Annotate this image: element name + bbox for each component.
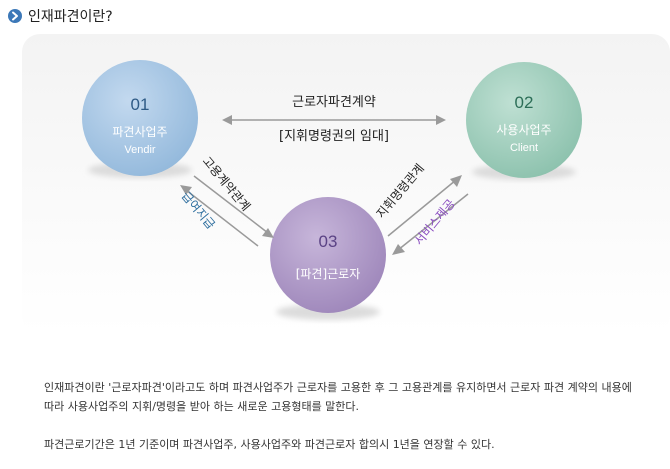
circle-arrow-right-icon <box>8 9 22 23</box>
worker-title: [파견]근로자 <box>296 267 361 281</box>
service-provision-label: 서비스제공 <box>412 197 458 248</box>
section-header: 인재파견이란? <box>8 6 113 26</box>
client-subtitle: Client <box>510 142 538 154</box>
client-number: 02 <box>515 93 534 112</box>
description-paragraph-1: 인재파견이란 '근로자파견'이라고도 하며 파견사업주가 근로자를 고용한 후 … <box>44 381 632 413</box>
vendor-subtitle: Vendir <box>124 144 156 156</box>
vendor-worker-arrows <box>180 175 274 247</box>
worker-number: 03 <box>319 232 338 251</box>
page-title: 인재파견이란? <box>28 9 113 25</box>
worker-node: 03 [파견]근로자 <box>270 197 386 313</box>
client-worker-arrows <box>387 175 469 255</box>
vendor-number: 01 <box>131 95 150 114</box>
dispatch-diagram: 01 파견사업주 Vendir 02 사용사업주 Client 03 [파견]근… <box>82 60 582 320</box>
client-node: 02 사용사업주 Client <box>466 62 582 178</box>
employment-relation-label: 고용계약관계 <box>200 153 254 213</box>
client-circle <box>466 62 582 178</box>
command-relation-label: 지휘명령관계 <box>374 161 427 221</box>
client-title: 사용사업주 <box>496 123 551 137</box>
vendor-circle <box>82 60 198 176</box>
contract-sublabel: [지휘명령권의 임대] <box>279 129 389 144</box>
vendor-title: 파견사업주 <box>112 125 167 139</box>
description-paragraph-2: 파견근로기간은 1년 기준이며 파견사업주, 사용사업주와 파견근로자 합의시 … <box>44 438 495 451</box>
worker-circle <box>270 197 386 313</box>
description: 인재파견이란 '근로자파견'이라고도 하며 파견사업주가 근로자를 고용한 후 … <box>44 378 644 454</box>
vendor-node: 01 파견사업주 Vendir <box>82 60 198 176</box>
contract-arrow <box>222 115 446 125</box>
contract-label: 근로자파견계약 <box>292 95 376 110</box>
